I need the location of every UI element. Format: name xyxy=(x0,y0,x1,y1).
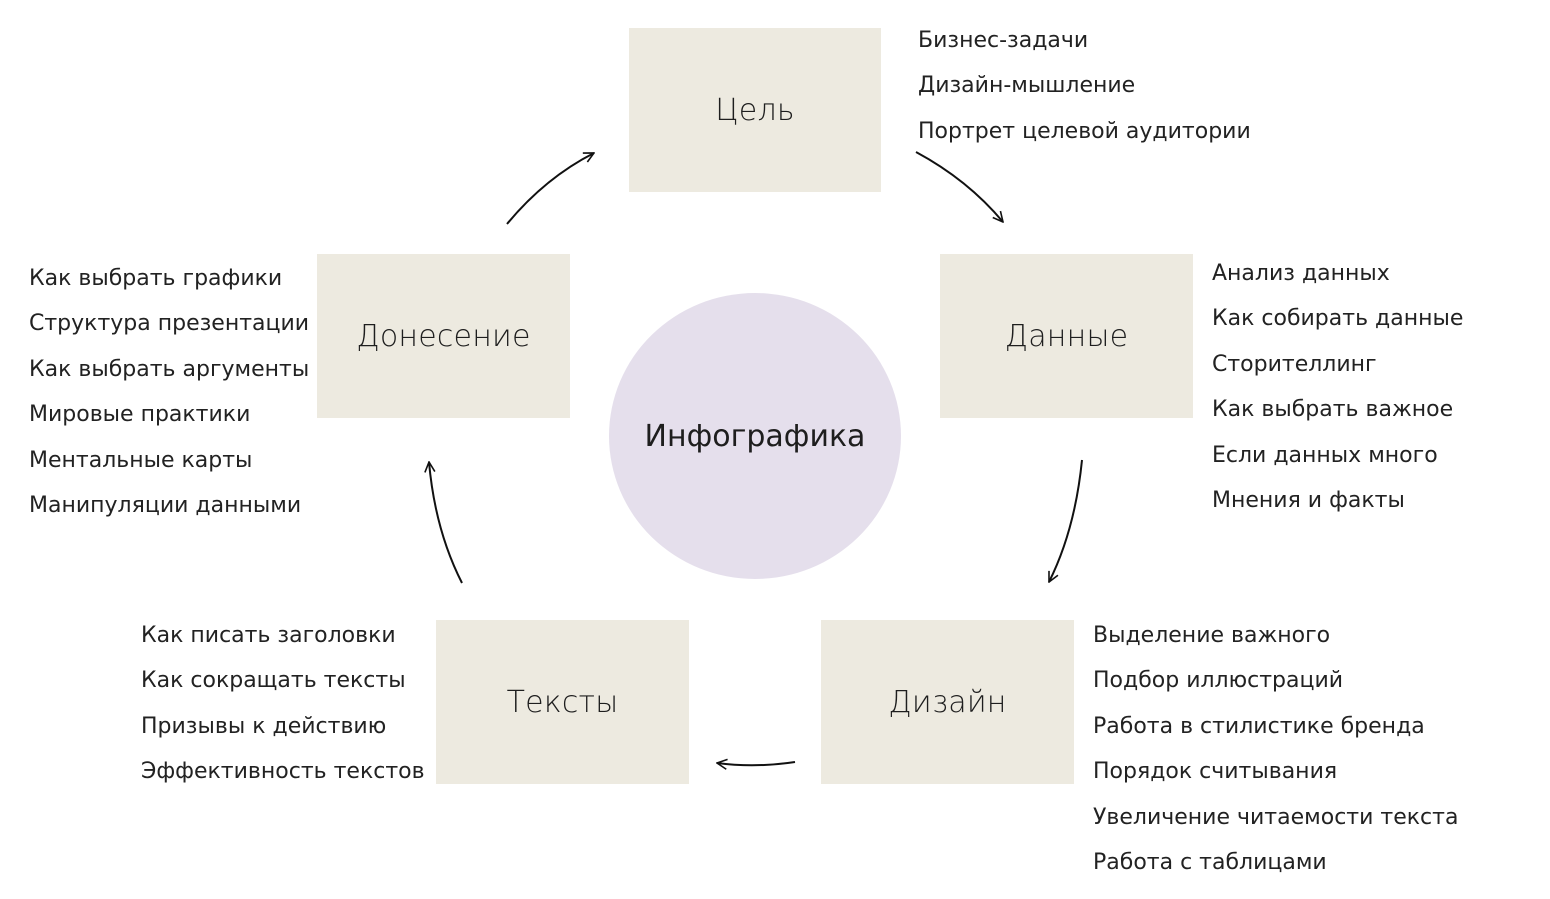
list-item: Мировые практики xyxy=(29,402,251,428)
arrow-delivery-to-goal xyxy=(506,152,594,225)
list-item: Работа в стилистике бренда xyxy=(1093,713,1425,739)
arrow-texts-to-delivery xyxy=(429,462,463,584)
list-item: Как выбрать графики xyxy=(29,266,283,291)
stage-design-label: Дизайн xyxy=(888,684,1007,720)
data-topics: Анализ данных Как собирать данные Сторит… xyxy=(1212,261,1463,533)
list-item: Выделение важного xyxy=(1093,623,1331,648)
stage-data: Данные xyxy=(940,254,1193,418)
list-item: Как писать заголовки xyxy=(141,623,396,648)
list-item: Порядок считывания xyxy=(1093,759,1338,785)
list-item: Дизайн-мышление xyxy=(918,73,1136,99)
texts-topics: Как писать заголовки Как сокращать текст… xyxy=(141,623,425,805)
stage-data-label: Данные xyxy=(1004,318,1129,354)
list-item: Эффективность текстов xyxy=(141,759,425,785)
stage-goal-label: Цель xyxy=(715,92,795,128)
stage-design: Дизайн xyxy=(821,620,1074,784)
stage-goal: Цель xyxy=(629,28,881,192)
center-node: Инфографика xyxy=(609,293,901,579)
center-label: Инфографика xyxy=(644,418,866,454)
list-item: Подбор иллюстраций xyxy=(1093,668,1344,694)
arrow-goal-to-data xyxy=(915,151,1003,222)
list-item: Мнения и факты xyxy=(1212,487,1405,513)
arrow-design-to-texts xyxy=(717,762,796,765)
list-item: Увеличение читаемости текста xyxy=(1093,804,1459,830)
delivery-topics: Как выбрать графики Структура презентаци… xyxy=(29,266,309,538)
stage-delivery-label: Донесение xyxy=(356,318,531,354)
goal-topics: Бизнес-задачи Дизайн-мышление Портрет це… xyxy=(918,28,1251,164)
stage-texts-label: Тексты xyxy=(506,684,619,720)
list-item: Как сокращать тексты xyxy=(141,668,406,694)
list-item: Если данных много xyxy=(1212,442,1438,468)
arrow-data-to-design xyxy=(1048,459,1083,582)
list-item: Как выбрать важное xyxy=(1212,397,1454,423)
list-item: Манипуляции данными xyxy=(29,492,302,518)
list-item: Как собирать данные xyxy=(1212,306,1464,332)
list-item: Структура презентации xyxy=(29,311,310,337)
design-topics: Выделение важного Подбор иллюстраций Раб… xyxy=(1093,623,1458,895)
list-item: Портрет целевой аудитории xyxy=(918,118,1251,144)
list-item: Анализ данных xyxy=(1212,261,1390,286)
list-item: Бизнес-задачи xyxy=(918,28,1089,53)
list-item: Ментальные карты xyxy=(29,447,253,473)
stage-delivery: Донесение xyxy=(317,254,570,418)
list-item: Работа с таблицами xyxy=(1093,849,1327,875)
stage-texts: Тексты xyxy=(436,620,689,784)
list-item: Сторителлинг xyxy=(1212,351,1377,377)
list-item: Как выбрать аргументы xyxy=(29,356,310,382)
list-item: Призывы к действию xyxy=(141,713,387,739)
